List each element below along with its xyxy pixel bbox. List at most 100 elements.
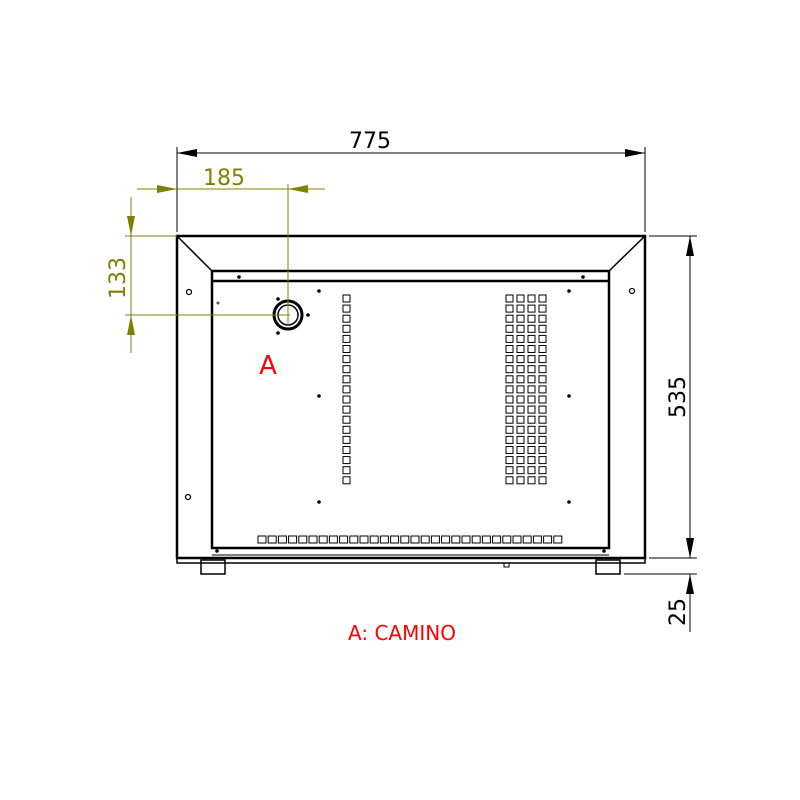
vent-slot — [516, 476, 525, 485]
vent-slot — [512, 535, 522, 544]
vent-slot — [516, 466, 525, 475]
vent-slot — [527, 446, 536, 454]
vent-slot — [492, 535, 502, 544]
vent-slot — [527, 355, 536, 364]
screw-dot — [602, 549, 606, 553]
screw-dot — [317, 500, 321, 504]
outer-frame — [175, 234, 647, 560]
dimension-chimney-x-label: 185 — [203, 166, 245, 191]
vent-slot — [527, 375, 536, 384]
screw-dot — [567, 394, 571, 398]
dimension-height-label: 535 — [666, 376, 691, 418]
vent-slot — [538, 466, 547, 475]
vent-slot — [430, 535, 440, 544]
vent-slot — [538, 385, 547, 394]
vent-slot — [379, 535, 389, 544]
inner-frame — [210, 269, 611, 550]
vent-slot — [505, 294, 514, 303]
vent-slot — [505, 365, 514, 374]
vent-slot — [538, 425, 547, 434]
vent-slot — [527, 365, 536, 374]
vent-slot — [527, 294, 536, 303]
fireplace-body — [175, 234, 647, 575]
vent-slot — [538, 355, 547, 364]
vent-slot — [505, 435, 514, 444]
screw-dot — [215, 549, 219, 553]
vent-slot — [298, 535, 308, 544]
vent-slot — [390, 535, 400, 544]
vent-slot — [342, 334, 351, 343]
vent-slot — [527, 456, 536, 465]
dimension-foot — [624, 538, 697, 632]
vent-slot — [451, 535, 461, 544]
vent-slot — [505, 314, 514, 323]
vent-slot — [342, 395, 351, 404]
vent-slot — [342, 314, 351, 323]
vent-slot — [538, 314, 547, 323]
vent-slot — [516, 365, 525, 374]
vent-slot — [538, 324, 547, 333]
vent-slot — [369, 535, 379, 544]
vent-slot — [516, 456, 525, 465]
vent-slot — [471, 535, 481, 544]
vent-slot — [505, 375, 514, 384]
vent-slot — [481, 535, 491, 544]
vent-slot — [342, 446, 351, 454]
hole — [185, 288, 193, 296]
corner-bevel-right — [608, 235, 646, 272]
screw-dot — [276, 297, 280, 301]
dimension-foot-label: 25 — [666, 598, 691, 626]
base-plate — [176, 557, 646, 564]
vent-slot — [538, 446, 547, 454]
vent-slot — [342, 365, 351, 374]
vent-slot — [516, 314, 525, 323]
dimension-width-label: 775 — [349, 129, 391, 154]
vent-slot — [516, 395, 525, 404]
dimension-chimney-y-label: 133 — [106, 257, 131, 299]
vent-slot — [538, 294, 547, 303]
vent-slot — [505, 425, 514, 434]
vent-slot — [538, 456, 547, 465]
vent-slot — [342, 425, 351, 434]
screw-dot — [317, 289, 321, 293]
vent-slot — [543, 535, 553, 544]
vent-slot — [538, 365, 547, 374]
vent-slot — [538, 415, 547, 424]
vent-slot — [527, 405, 536, 414]
screw-dot — [306, 313, 310, 317]
vent-slot — [505, 456, 514, 465]
vent-slot — [527, 334, 536, 343]
vent-slot — [328, 535, 338, 544]
vent-slot — [527, 395, 536, 404]
dimension-height — [649, 235, 697, 559]
vent-slot — [538, 435, 547, 444]
vent-slot — [400, 535, 410, 544]
marker-dot — [216, 301, 220, 305]
vent-slot — [342, 324, 351, 333]
vent-slot — [349, 535, 359, 544]
screw-dot — [317, 394, 321, 398]
vent-slot — [339, 535, 349, 544]
vent-slot — [527, 415, 536, 424]
vent-slot — [505, 446, 514, 454]
vent-slot — [516, 446, 525, 454]
vent-slot — [516, 355, 525, 364]
vent-slot — [342, 385, 351, 394]
vent-slot — [538, 395, 547, 404]
vent-slot — [527, 345, 536, 353]
vent-slot — [516, 425, 525, 434]
vent-slot — [538, 334, 547, 343]
screw-dot — [237, 275, 241, 279]
vent-slot — [308, 535, 318, 544]
vent-slot — [516, 334, 525, 343]
vent-slot — [527, 385, 536, 394]
screw-dots — [215, 275, 606, 553]
vent-slot — [505, 466, 514, 475]
vent-slot — [342, 375, 351, 384]
vent-slot — [538, 345, 547, 353]
vent-slot — [516, 405, 525, 414]
dimension-chimney-y — [125, 197, 290, 353]
bottom-tab — [503, 562, 510, 568]
vent-slot — [505, 324, 514, 333]
